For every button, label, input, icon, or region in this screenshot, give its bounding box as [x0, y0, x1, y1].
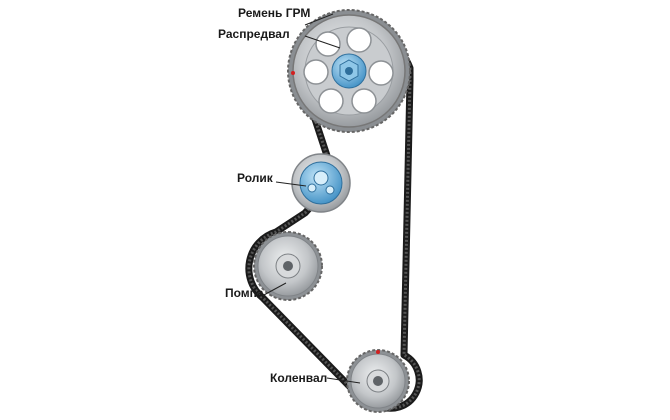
leader-lines	[261, 13, 361, 384]
leader-line-camshaft	[304, 35, 341, 49]
idler-pulley-icon	[291, 153, 351, 213]
pump-gear-icon	[253, 231, 323, 301]
leader-line-crankshaft	[326, 377, 361, 384]
label-idler: Ролик	[237, 171, 274, 185]
label-crankshaft: Коленвал	[270, 371, 327, 385]
camshaft-gear-icon	[287, 9, 411, 133]
crank-gear-icon	[346, 349, 410, 413]
label-timing-belt: Ремень ГРМ	[238, 6, 310, 20]
label-camshaft: Распредвал	[218, 27, 290, 41]
leader-line-pump	[261, 282, 287, 297]
leader-line-timing-belt	[304, 13, 334, 26]
crank-timing-mark-icon	[376, 350, 380, 354]
leader-line-idler	[275, 181, 307, 187]
label-water-pump: Помпа	[225, 286, 264, 300]
timing-mark-icon	[291, 71, 295, 75]
